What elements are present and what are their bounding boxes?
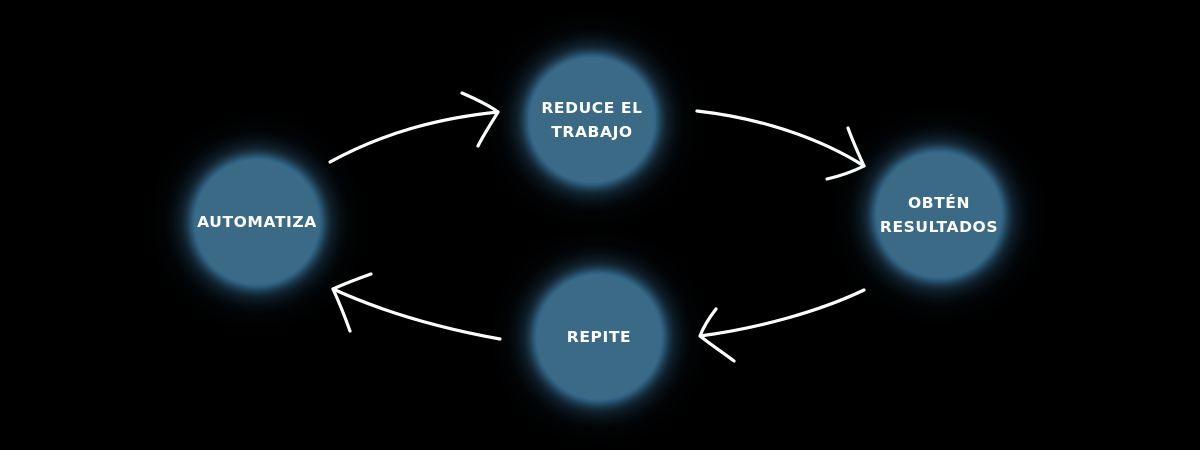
node-automatiza: AUTOMATIZA bbox=[195, 160, 319, 284]
node-repite: REPITE bbox=[537, 275, 661, 399]
node-label-reduce-el-trabajo: REDUCE EL TRABAJO bbox=[541, 99, 643, 141]
arrow-repite-to-automatiza bbox=[331, 272, 502, 341]
node-label-obten-resultados: OBTÉN RESULTADOS bbox=[879, 194, 999, 236]
arrow-automatiza-to-reduce bbox=[328, 91, 500, 164]
arrow-reduce-to-obten bbox=[695, 109, 866, 181]
arrow-obten-to-repite bbox=[698, 288, 866, 363]
node-label-automatiza: AUTOMATIZA bbox=[197, 213, 317, 231]
node-reduce-el-trabajo: REDUCE EL TRABAJO bbox=[530, 58, 654, 182]
node-obten-resultados: OBTÉN RESULTADOS bbox=[877, 153, 1001, 277]
node-label-repite: REPITE bbox=[566, 328, 632, 346]
